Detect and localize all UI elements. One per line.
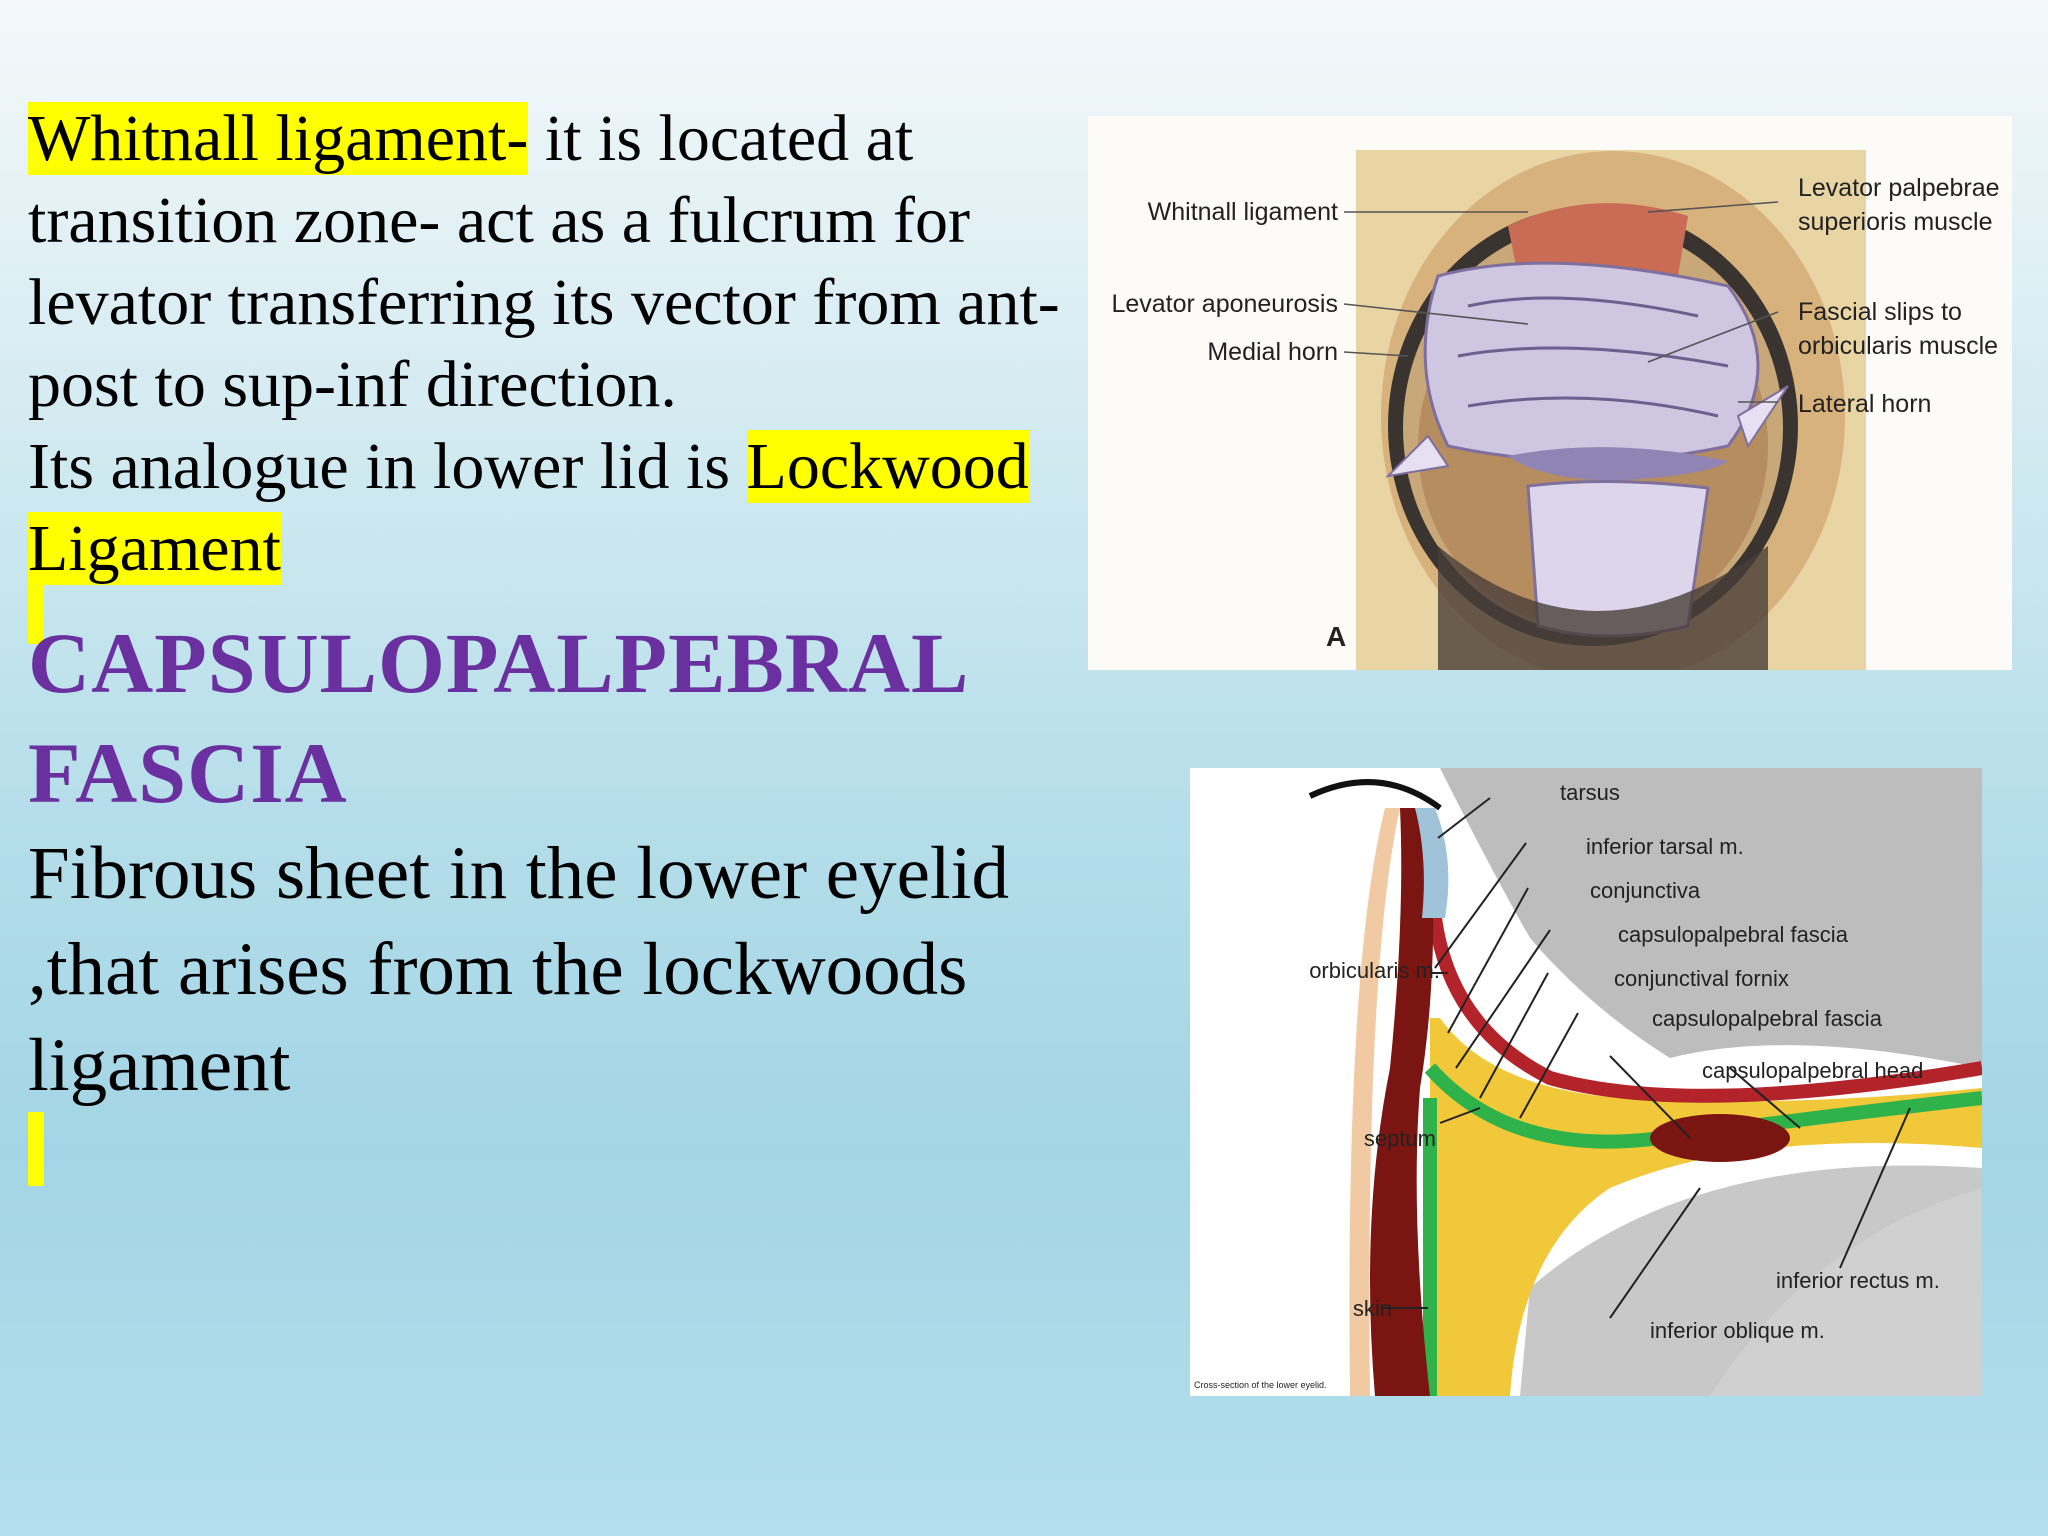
capsulopalpebral-fascia-label-2: capsulopalpebral fascia (1652, 1006, 1883, 1031)
orbicularis-label: orbicularis m. (1309, 958, 1440, 983)
fascial-slips-label-line1: Fascial slips to (1798, 298, 1962, 326)
capsulopalpebral-head-label: capsulopalpebral head (1702, 1058, 1923, 1083)
tarsus-label: tarsus (1560, 780, 1620, 805)
septum-label: septum (1364, 1126, 1436, 1151)
highlight-marker-2 (28, 1112, 44, 1186)
conjunctiva-label: conjunctiva (1590, 878, 1701, 903)
inferior-oblique-label: inferior oblique m. (1650, 1318, 1825, 1343)
levator-aponeurosis-label: Levator aponeurosis (1111, 290, 1338, 318)
lps-label-line2: superioris muscle (1798, 208, 1993, 236)
capsulopalpebral-definition: Fibrous sheet in the lower eyelid ,that … (28, 832, 1010, 1107)
lower-eyelid-figure: tarsus inferior tarsal m. conjunctiva ca… (1190, 768, 1982, 1396)
analogue-prefix: Its analogue in lower lid is (28, 430, 747, 503)
whitnall-illustration: Whitnall ligament Levator aponeurosis Me… (1111, 150, 2000, 670)
capsulopalpebral-fascia-label-1: capsulopalpebral fascia (1618, 922, 1849, 947)
whitnall-label: Whitnall ligament (1148, 198, 1338, 226)
medial-horn-label: Medial horn (1207, 338, 1338, 366)
panel-letter: A (1326, 621, 1346, 652)
highlight-marker (28, 578, 44, 644)
section-heading: CAPSULOPALPEBRAL FASCIA (28, 615, 965, 821)
whitnall-term: Whitnall ligament- (28, 102, 529, 175)
lps-label-line1: Levator palpebrae (1798, 174, 2000, 202)
lateral-horn-label: Lateral horn (1798, 390, 1931, 418)
whitnall-figure: Whitnall ligament Levator aponeurosis Me… (1088, 116, 2012, 670)
fascial-slips-label-line2: orbicularis muscle (1798, 332, 1998, 360)
figure-caption: Cross-section of the lower eyelid. (1194, 1380, 1327, 1390)
whitnall-paragraph: Whitnall ligament- it is located at tran… (28, 98, 1088, 590)
inferior-tarsal-label: inferior tarsal m. (1586, 834, 1744, 859)
lower-eyelid-illustration: tarsus inferior tarsal m. conjunctiva ca… (1194, 768, 1982, 1396)
whitnall-description: it is located at transition zone- act as… (28, 102, 1060, 421)
skin-label: skin (1353, 1296, 1392, 1321)
conjunctival-fornix-label: conjunctival fornix (1614, 966, 1789, 991)
inferior-rectus-label: inferior rectus m. (1776, 1268, 1940, 1293)
